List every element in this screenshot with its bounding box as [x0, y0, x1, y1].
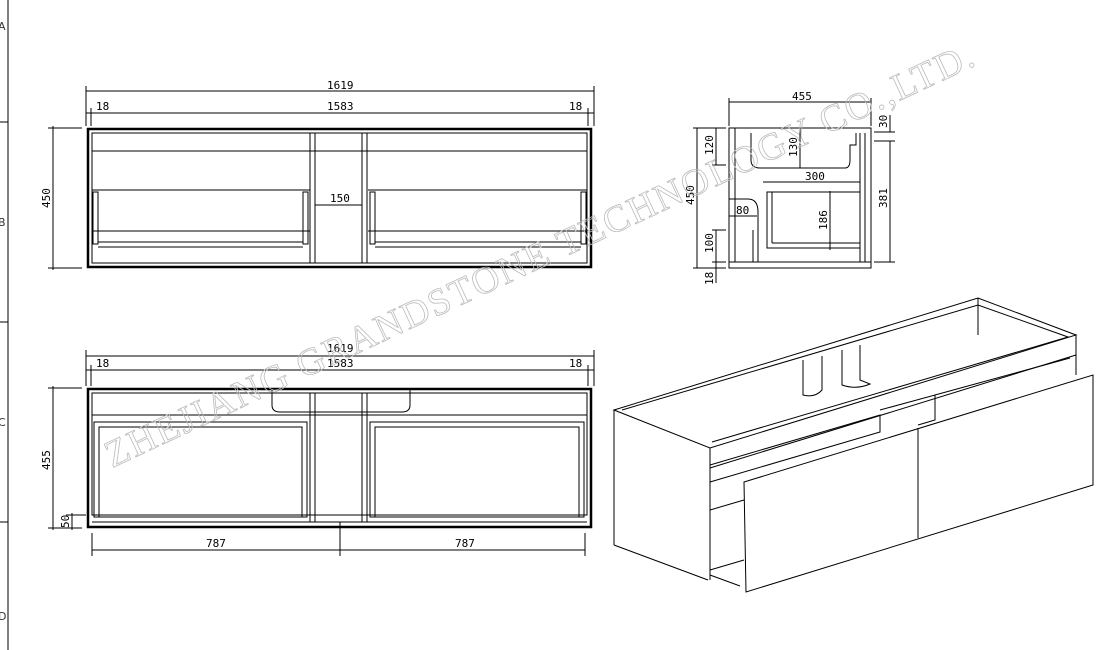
dim-overall-width: 1619: [327, 342, 354, 355]
drawing-frame: A B C D: [0, 0, 9, 650]
dim-drawer-right: 787: [455, 537, 475, 550]
dim-lip: 30: [877, 115, 890, 128]
dim-side-left: 18: [96, 100, 109, 113]
watermark: ZHEJIANG GRANDSTONE TECHNOLOGY CO.,LTD.: [98, 34, 982, 476]
border-letter-a: A: [0, 20, 6, 33]
front-view: 1619 18 1583 18 455 50 787 787: [40, 342, 595, 556]
border-letter-c: C: [0, 416, 6, 429]
border-letter-d: D: [0, 610, 6, 623]
top-view: 1619 18 1583 18 450 150: [40, 79, 595, 270]
dim-plinth: 50: [59, 515, 72, 528]
dim-drawer-left: 787: [206, 537, 226, 550]
dim-height: 450: [684, 185, 697, 205]
isometric-view: [612, 297, 1094, 593]
dim-side-right: 18: [569, 100, 582, 113]
dim-drawer-depth: 300: [805, 170, 825, 183]
dim-inner-height: 381: [877, 188, 890, 208]
dim-inner-width: 1583: [327, 357, 354, 370]
dim-base: 18: [703, 272, 716, 285]
border-letter-b: B: [0, 216, 6, 229]
dim-depth: 455: [792, 90, 812, 103]
dim-height: 450: [40, 188, 53, 208]
dim-gap: 150: [330, 192, 350, 205]
dim-side-left: 18: [96, 357, 109, 370]
dim-inner-width: 1583: [327, 100, 354, 113]
dim-overall-width: 1619: [327, 79, 354, 92]
side-view: 455 450 120 100 18 130 300 80 186 381 30: [684, 90, 895, 285]
dim-height: 455: [40, 450, 53, 470]
dim-drawer-height: 186: [817, 210, 830, 230]
dim-bottom-gap: 100: [703, 233, 716, 253]
dim-top-rail: 120: [703, 135, 716, 155]
dim-sink-depth: 130: [787, 137, 800, 157]
dim-side-right: 18: [569, 357, 582, 370]
dim-offset: 80: [736, 204, 749, 217]
